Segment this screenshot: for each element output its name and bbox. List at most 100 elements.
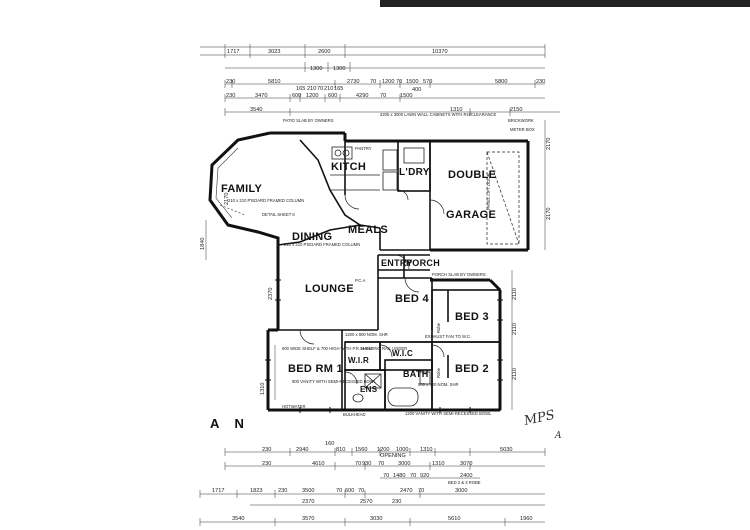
dim-bot-3e: 2400 <box>460 473 472 479</box>
room-kitch: KITCH <box>331 161 366 173</box>
note-shelf-rail: 600 WIDE SHELF & 700 HIGH WITH P.R. HANG… <box>282 346 407 351</box>
dim-top-3b: 5810 <box>268 79 280 85</box>
note-pantry: PANTRY <box>355 146 372 151</box>
room-double: DOUBLE <box>448 169 496 181</box>
note-shelf: SHELF <box>360 346 374 351</box>
note-lawn: 2205 x 3000 LAWN WALL CABINETS WITH RH/C… <box>380 112 497 117</box>
note-vanity-ens: 900 VANITY WITH SEMI-RECESSED BOWL <box>292 379 377 384</box>
handwritten-sub: A <box>554 431 562 441</box>
dim-bot-4i: 70 <box>418 488 424 494</box>
dim-top-3h: 570 <box>423 79 432 85</box>
side-dimension-lines <box>205 120 546 410</box>
room-meals: MEALS <box>348 224 388 236</box>
dim-side-7: 2370 <box>268 288 274 300</box>
dim-top-5c: 600 <box>292 93 301 99</box>
dim-top-5h: 1500 <box>400 93 412 99</box>
note-patio-slab: PATIO SLAB BY OWNERS <box>283 118 334 123</box>
dim-top-5f: 4290 <box>356 93 368 99</box>
dim-side-9: 2170 <box>224 193 230 205</box>
dim-bot-4c: 230 <box>278 488 287 494</box>
dim-bot-3b: 1480 <box>393 473 405 479</box>
note-robe-bed2: Robe <box>436 367 441 378</box>
room-labels: FAMILY KITCH L'DRY DOUBLE GARAGE MEALS D… <box>221 161 496 394</box>
dim-top-5i: 400 <box>412 87 421 93</box>
note-exhaust-fan: EXHAUST FAN TO W.C. <box>425 334 471 339</box>
dim-bot-5a: 2370 <box>302 499 314 505</box>
plan-notes: PATIO SLAB BY OWNERS 2205 x 3000 LAWN WA… <box>228 112 535 417</box>
dim-top-3f: 70 <box>396 79 402 85</box>
note-robe-bed3: Robe <box>436 322 441 333</box>
dim-side-2: 2170 <box>546 208 552 220</box>
dim-side-5: 2110 <box>512 368 518 380</box>
kitchen-fixtures <box>330 146 425 191</box>
dim-top-5b: 3470 <box>255 93 267 99</box>
note-brickwork: BRICKWORK <box>508 118 534 123</box>
note-vanity-bath: 1200 VANITY WITH SEMI-RECESSED BOWL <box>405 411 492 416</box>
note-shower-bath: 900 x 900 NOM. SHR <box>418 382 459 387</box>
room-entry: ENTRY <box>381 258 413 268</box>
dim-top-4d: 210 <box>324 86 333 92</box>
note-bulkhead: BULKHEAD <box>343 412 366 417</box>
dim-bot-3a: 70 <box>383 473 389 479</box>
dim-top-1a: 1717 <box>227 49 239 55</box>
dim-top-1b: 3023 <box>268 49 280 55</box>
note-hotwater: HOTWATER <box>282 404 306 409</box>
room-wir: W.I.R <box>348 356 369 365</box>
dim-side-8: 1840 <box>200 238 206 250</box>
garage-door <box>486 151 520 245</box>
dim-bot-1a: 230 <box>262 447 271 453</box>
dim-bot-2h: 3070 <box>460 461 472 467</box>
dim-top-3i: 5800 <box>495 79 507 85</box>
dim-top-2a: 1300 <box>310 66 322 72</box>
bottom-dimension-lines <box>199 448 546 526</box>
note-shower-ens: 1200 x 900 NOM. SHR <box>345 332 388 337</box>
door-swings <box>299 189 445 385</box>
handwritten-initials: MPS <box>522 408 556 429</box>
dim-top-4e: 165 <box>334 86 343 92</box>
compass-label: A N <box>210 416 250 431</box>
dim-bot-1i: 5030 <box>500 447 512 453</box>
dim-bot-1c: 160 <box>325 441 334 447</box>
dim-side-1: 2170 <box>546 138 552 150</box>
dim-top-3c: 2730 <box>347 79 359 85</box>
dim-bot-4j: 3000 <box>455 488 467 494</box>
dim-bot-3c: 70 <box>410 473 416 479</box>
note-pca: P.C.A <box>355 278 366 283</box>
note-dining-column: 210 x 210 P'BOARD FRAMED COLUMN <box>284 242 360 247</box>
dim-bot-1h: 1310 <box>420 447 432 453</box>
dim-bot-1d: 810 <box>336 447 345 453</box>
scan-dark-strip <box>380 0 750 7</box>
dim-bot-4h: 2470 <box>400 488 412 494</box>
room-ldry: L'DRY <box>399 167 430 178</box>
family-bay-detail <box>215 147 246 219</box>
dim-top-5e: 600 <box>328 93 337 99</box>
dim-bot-2e: 70 <box>378 461 384 467</box>
interior-walls <box>277 139 501 411</box>
bottom-dimension-text: 230 2940 160 810 1560 1200 1000 1310 503… <box>212 441 532 522</box>
room-lounge: LOUNGE <box>305 283 354 295</box>
dim-bot-4e: 70 <box>336 488 342 494</box>
dim-top-3g: 1500 <box>406 79 418 85</box>
note-detail-sheet: DETAIL SHEET 6 <box>262 212 295 217</box>
dim-top-3e: 1200 <box>382 79 394 85</box>
dim-top-3d: 70 <box>370 79 376 85</box>
dim-bot-2c: 70 <box>355 461 361 467</box>
room-bed4: BED 4 <box>395 293 429 305</box>
dim-bot-4a: 1717 <box>212 488 224 494</box>
dim-top-4a: 165 <box>296 86 305 92</box>
dim-bot-4b: 1823 <box>250 488 262 494</box>
dim-top-2b: 1300 <box>333 66 345 72</box>
dim-bot-5c: 230 <box>392 499 401 505</box>
note-meter-box: METER BOX <box>510 127 535 132</box>
dim-top-1c: 2600 <box>318 49 330 55</box>
dim-bot-6c: 3030 <box>370 516 382 522</box>
dim-bot-opening: OPENING <box>380 453 406 459</box>
dim-bot-6e: 1960 <box>520 516 532 522</box>
dim-top-6c: 2150 <box>510 107 522 113</box>
room-bed3: BED 3 <box>455 311 489 323</box>
dim-top-6b: 1310 <box>450 107 462 113</box>
room-garage: GARAGE <box>446 209 496 221</box>
dim-bot-6a: 3540 <box>232 516 244 522</box>
dim-side-4: 2110 <box>512 323 518 335</box>
